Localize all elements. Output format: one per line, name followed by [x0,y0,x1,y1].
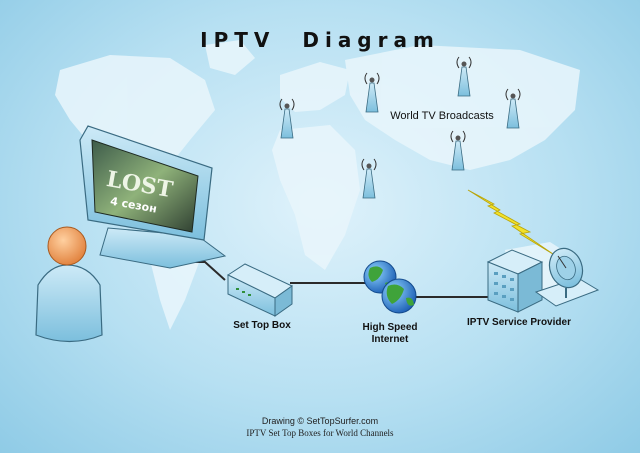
antenna-tower-icon [450,130,466,171]
footer-tagline: IPTV Set Top Boxes for World Channels [246,428,394,438]
set-top-box-label: Set Top Box [233,320,291,331]
connections [180,261,492,298]
iptv-service-provider-label: IPTV Service Provider [467,317,571,328]
person-icon [35,226,103,343]
footer-credit: Drawing © SetTopSurfer.com [261,416,379,426]
antenna-tower-icon [361,158,377,199]
tv-screen [91,139,199,233]
antenna-tower-icon [364,72,380,113]
internet-label-line2: Internet [371,334,409,345]
globe-icon [381,278,417,314]
asia [345,45,580,170]
high-speed-internet-label: High Speed Internet [340,322,440,346]
antenna-towers [279,56,521,199]
antenna-tower-icon [456,56,472,97]
antenna-tower-icon [505,88,521,129]
europe [280,62,350,112]
person-body [35,264,103,343]
diagram-title: IPTV Diagram [200,28,440,52]
antenna-tower-icon [279,98,295,139]
tv-monitor-icon: LOST 4 сезон [79,125,227,269]
greenland [205,40,255,75]
africa [272,125,360,270]
world-tv-broadcasts-label: World TV Broadcasts [390,110,494,122]
internet-label-line1: High Speed [362,322,418,333]
person-head [47,226,87,266]
server-building-icon [486,249,544,313]
set-top-box-icon [226,263,293,317]
satellite-dish-icon [534,247,600,307]
